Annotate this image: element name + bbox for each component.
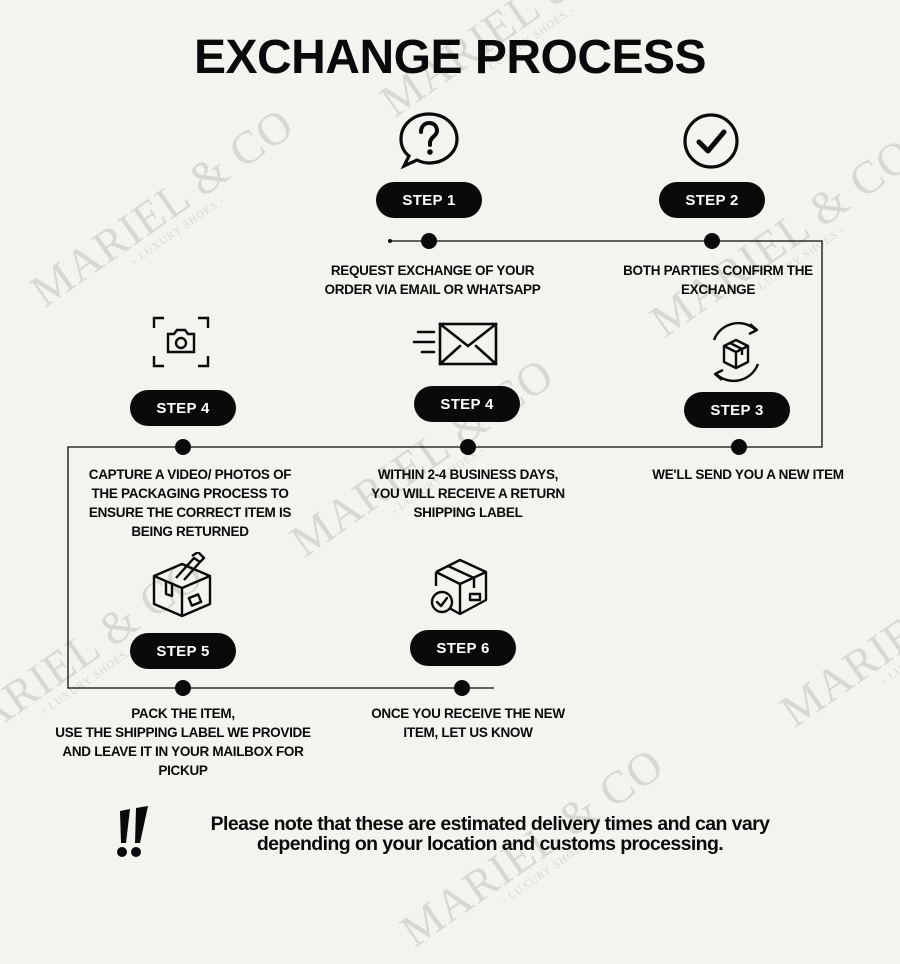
delivery-note-line-1: Please note that these are estimated del… xyxy=(210,813,770,835)
step-2-description: BOTH PARTIES CONFIRM THE EXCHANGE xyxy=(600,261,836,299)
step-6-description-line: ONCE YOU RECEIVE THE NEW xyxy=(371,706,565,721)
box-check-icon xyxy=(430,558,488,616)
step-3-dot xyxy=(731,439,747,455)
step-1-description-line: REQUEST EXCHANGE OF YOUR xyxy=(330,263,535,278)
step-4-capture-dot xyxy=(175,439,191,455)
step-6-dot xyxy=(454,680,470,696)
step-3-badge: STEP 3 xyxy=(684,392,790,428)
step-5-dot xyxy=(175,680,191,696)
question-bubble-icon xyxy=(399,112,459,170)
check-circle-icon xyxy=(683,113,739,169)
step-2-dot xyxy=(704,233,720,249)
step-1-badge: STEP 1 xyxy=(376,182,482,218)
step-5-description-line: AND LEAVE IT IN YOUR MAILBOX FOR xyxy=(62,744,304,759)
step-4-return-description: WITHIN 2-4 BUSINESS DAYS, YOU WILL RECEI… xyxy=(340,465,596,522)
step-5-description: PACK THE ITEM, USE THE SHIPPING LABEL WE… xyxy=(44,704,322,780)
step-5-description-line: USE THE SHIPPING LABEL WE PROVIDE xyxy=(55,725,311,740)
box-refresh-icon xyxy=(712,321,760,383)
step-5-description-line: PACK THE ITEM, xyxy=(131,706,235,721)
step-2-description-line: BOTH PARTIES CONFIRM THE xyxy=(623,263,813,278)
process-flow-lines xyxy=(67,233,823,696)
step-4-return-description-line: YOU WILL RECEIVE A RETURN xyxy=(371,486,565,501)
step-3-description-line: WE'LL SEND YOU A NEW ITEM xyxy=(652,467,844,482)
step-4-capture-description-line: THE PACKAGING PROCESS TO xyxy=(91,486,289,501)
step-4-return-description-line: SHIPPING LABEL xyxy=(413,505,523,520)
step-5-description-line: PICKUP xyxy=(158,763,208,778)
delivery-note: Please note that these are estimated del… xyxy=(170,814,810,854)
step-4-capture-badge: STEP 4 xyxy=(130,390,236,426)
step-2-badge: STEP 2 xyxy=(659,182,765,218)
step-4-return-dot xyxy=(460,439,476,455)
page-title: EXCHANGE PROCESS xyxy=(193,31,707,84)
step-6-description-line: ITEM, LET US KNOW xyxy=(403,725,533,740)
box-tape-icon xyxy=(152,552,212,618)
step-1-description-line: ORDER VIA EMAIL OR WHATSAPP xyxy=(324,282,541,297)
step-5-badge: STEP 5 xyxy=(130,633,236,669)
step-4-return-description-line: WITHIN 2-4 BUSINESS DAYS, xyxy=(377,467,559,482)
envelope-fast-icon xyxy=(412,322,498,366)
camera-icon xyxy=(152,316,210,368)
step-6-badge: STEP 6 xyxy=(410,630,516,666)
step-3-description: WE'LL SEND YOU A NEW ITEM xyxy=(630,465,866,484)
step-4-capture-description: CAPTURE A VIDEO/ PHOTOS OF THE PACKAGING… xyxy=(72,465,308,541)
step-1-dot xyxy=(421,233,437,249)
step-4-capture-description-line: CAPTURE A VIDEO/ PHOTOS OF xyxy=(88,467,292,482)
double-exclamation-icon xyxy=(117,806,148,857)
step-6-description: ONCE YOU RECEIVE THE NEW ITEM, LET US KN… xyxy=(350,704,586,742)
delivery-note-line-2: depending on your location and customs p… xyxy=(256,833,724,855)
arrow-start-dot xyxy=(388,239,392,243)
flow-line-top xyxy=(67,240,823,689)
step-2-description-line: EXCHANGE xyxy=(680,282,756,297)
step-4-capture-description-line: BEING RETURNED xyxy=(131,524,249,539)
step-4-return-badge: STEP 4 xyxy=(414,386,520,422)
step-1-description: REQUEST EXCHANGE OF YOUR ORDER VIA EMAIL… xyxy=(300,261,565,299)
step-4-capture-description-line: ENSURE THE CORRECT ITEM IS xyxy=(88,505,292,520)
